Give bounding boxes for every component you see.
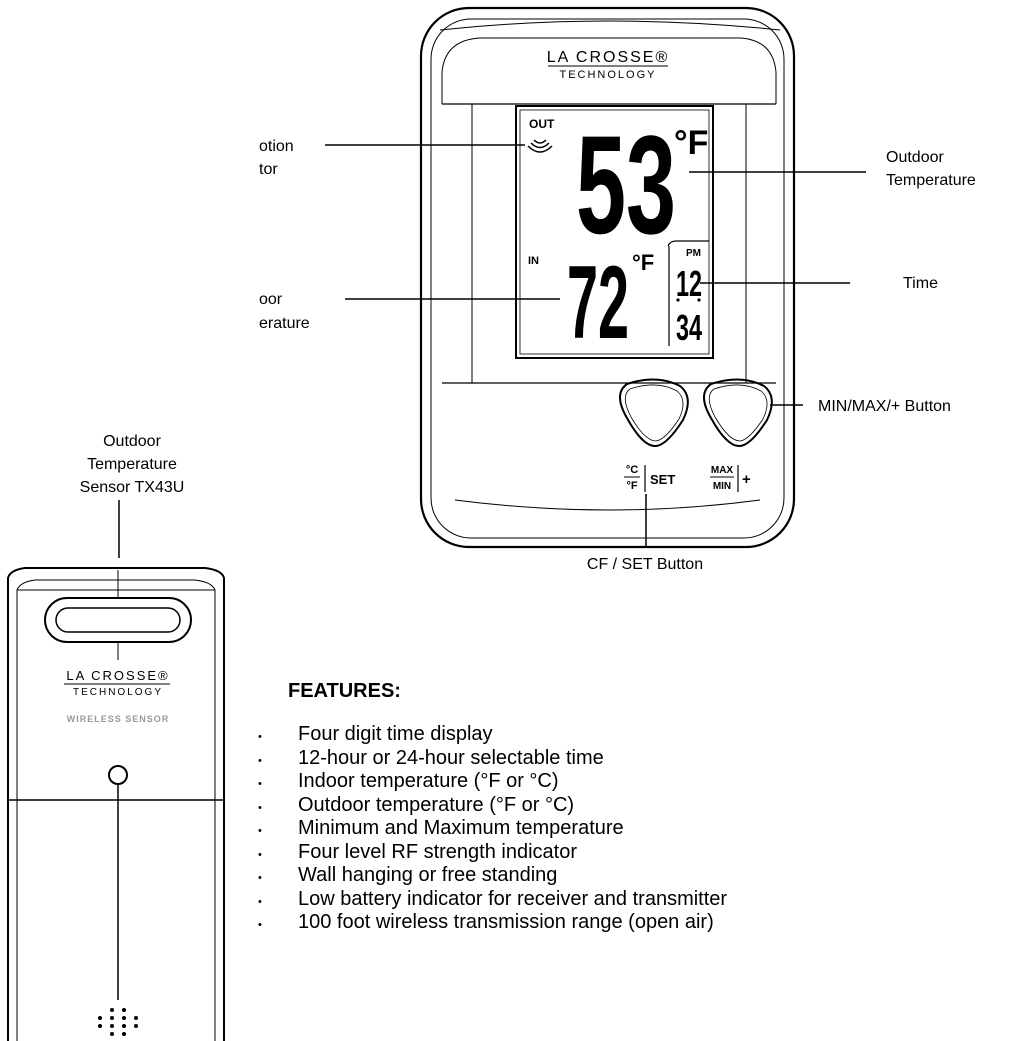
cf-set-button-shape[interactable] bbox=[619, 378, 689, 447]
reception-indicator-label: tor bbox=[259, 161, 278, 178]
cf-set-button-label: CF / SET Button bbox=[587, 556, 703, 573]
bottom-band bbox=[454, 499, 761, 511]
min-label: MIN bbox=[713, 481, 731, 492]
indoor-temperature-label: oor bbox=[259, 291, 283, 308]
time-colon-dot bbox=[676, 298, 680, 302]
display-upper-panel bbox=[441, 37, 777, 104]
sensor-hanging-slot bbox=[44, 597, 192, 643]
feature-item: Indoor temperature (°F or °C) bbox=[258, 770, 998, 797]
cf-set-button-inner bbox=[624, 384, 684, 442]
cf-label-top: °C bbox=[626, 464, 638, 476]
time-colon-dot bbox=[697, 298, 701, 302]
callout-lines bbox=[118, 144, 866, 558]
time-label: Time bbox=[903, 275, 938, 292]
outdoor-temperature-unit: °F bbox=[674, 124, 708, 162]
time-panel-frame bbox=[667, 240, 709, 346]
display-brand-name: LA CROSSE® bbox=[547, 49, 670, 66]
sensor-body-inner bbox=[16, 579, 216, 1041]
feature-item: Outdoor temperature (°F or °C) bbox=[258, 794, 998, 821]
display-body-inner bbox=[430, 18, 785, 539]
signal-icon bbox=[527, 139, 553, 153]
set-label: SET bbox=[650, 472, 675, 487]
top-shading-band bbox=[439, 20, 781, 31]
time-hour: 12 bbox=[676, 263, 702, 304]
cf-label-bottom: °F bbox=[626, 480, 637, 492]
max-label: MAX bbox=[711, 465, 734, 476]
display-unit bbox=[419, 6, 796, 549]
features-section: FEATURES: Four digit time display 12-hou… bbox=[258, 680, 998, 938]
outdoor-temperature-value: 53 bbox=[576, 106, 676, 263]
sensor-led-ring bbox=[108, 765, 128, 785]
sensor-brand-tagline: TECHNOLOGY bbox=[73, 687, 163, 698]
display-brand-tagline: TECHNOLOGY bbox=[559, 69, 656, 81]
lcd-screen bbox=[519, 109, 710, 355]
lcd-frame bbox=[515, 105, 714, 359]
lcd-out-label: OUT bbox=[529, 117, 555, 131]
sensor-label: Outdoor bbox=[103, 433, 161, 450]
feature-item: Four digit time display bbox=[258, 723, 998, 750]
indoor-temperature-label: erature bbox=[259, 315, 310, 332]
time-minute: 34 bbox=[676, 307, 702, 348]
time-pm-label: PM bbox=[686, 248, 701, 259]
reception-indicator-label: otion bbox=[259, 138, 294, 155]
outdoor-temperature-label: Temperature bbox=[886, 172, 976, 189]
features-list: Four digit time display 12-hour or 24-ho… bbox=[258, 723, 998, 938]
indoor-temperature-unit: °F bbox=[632, 250, 654, 275]
feature-item: Minimum and Maximum temperature bbox=[258, 817, 998, 844]
display-body-outline bbox=[419, 6, 796, 549]
feature-item: Wall hanging or free standing bbox=[258, 864, 998, 891]
minmax-button-label: MIN/MAX/+ Button bbox=[818, 398, 951, 415]
sensor-label: Temperature bbox=[87, 456, 177, 473]
sensor-label: Sensor TX43U bbox=[80, 479, 185, 496]
sensor-body-outline bbox=[7, 567, 225, 1041]
features-heading: FEATURES: bbox=[288, 680, 401, 702]
sensor-subtitle: WIRELESS SENSOR bbox=[67, 714, 170, 724]
outdoor-temperature-label: Outdoor bbox=[886, 149, 944, 166]
plus-label: + bbox=[742, 471, 751, 488]
lcd-in-label: IN bbox=[528, 255, 539, 267]
feature-item: 100 foot wireless transmission range (op… bbox=[258, 911, 998, 938]
minmax-button-shape[interactable] bbox=[703, 378, 773, 447]
feature-item: 12-hour or 24-hour selectable time bbox=[258, 747, 998, 774]
indoor-temperature-value: 72 bbox=[567, 245, 629, 361]
sensor-unit bbox=[7, 567, 225, 1041]
feature-item: Four level RF strength indicator bbox=[258, 841, 998, 868]
minmax-button-inner bbox=[708, 384, 768, 442]
sensor-hanging-slot-inner bbox=[55, 607, 181, 633]
sensor-brand-name: LA CROSSE® bbox=[66, 668, 169, 683]
feature-item: Low battery indicator for receiver and t… bbox=[258, 888, 998, 915]
sensor-vent-holes bbox=[98, 1008, 138, 1036]
